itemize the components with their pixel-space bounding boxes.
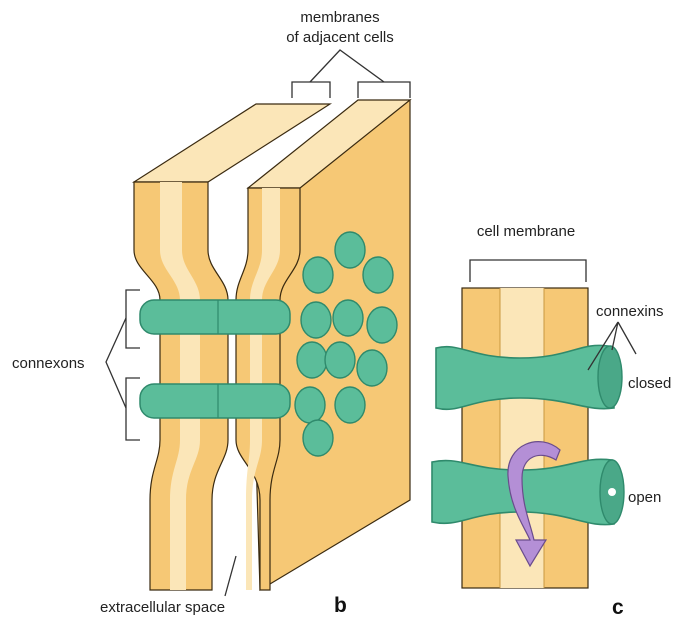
extracellular-pointer xyxy=(224,555,237,597)
extracellular-space-label: extracellular space xyxy=(100,599,225,616)
cell-membrane-bracket xyxy=(469,259,587,282)
panel-c-illustration xyxy=(431,287,625,589)
connexons-bracket-top xyxy=(125,289,140,349)
membranes-label-line1: membranes xyxy=(300,9,379,26)
membranes-label-line2: of adjacent cells xyxy=(286,29,394,46)
panel-b-label: b xyxy=(334,594,347,617)
panel-b-illustration xyxy=(131,98,412,592)
connexons-bracket-bottom xyxy=(125,377,140,441)
closed-connexon xyxy=(435,344,623,411)
membranes-bracket-left xyxy=(291,81,331,98)
connexins-label: connexins xyxy=(596,303,664,320)
connexins-pointers xyxy=(587,321,637,371)
cell-membrane-label: cell membrane xyxy=(477,223,575,240)
connexon-channel-icon xyxy=(139,299,291,419)
cell-membrane-light-band xyxy=(500,288,544,588)
closed-label: closed xyxy=(628,375,671,392)
open-label: open xyxy=(628,489,661,506)
rotation-arrow-icon xyxy=(507,441,561,568)
membranes-bracket-right xyxy=(357,81,411,98)
connexon-array xyxy=(294,231,398,457)
connexons-label: connexons xyxy=(12,355,85,372)
membranes-pointer xyxy=(309,49,385,83)
connexons-pointer xyxy=(105,317,127,409)
right-membrane-light-band xyxy=(246,188,280,590)
panel-c-label: c xyxy=(612,596,624,619)
